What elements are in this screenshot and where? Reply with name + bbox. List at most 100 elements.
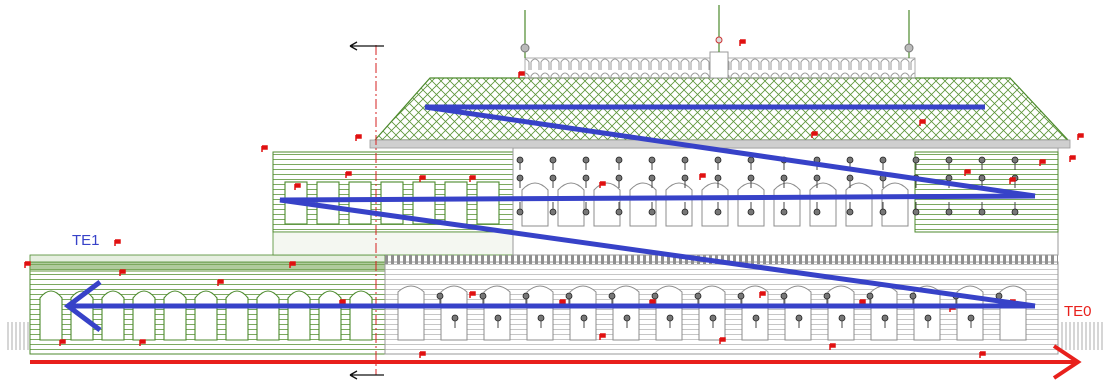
window: [483, 285, 511, 341]
fixture-symbol: [846, 174, 854, 182]
fixture-symbol: [1011, 156, 1019, 164]
fixture-symbol: [714, 208, 722, 216]
window: [476, 181, 500, 225]
fixture-symbol: [995, 292, 1003, 300]
fixture-symbol: [651, 292, 659, 300]
fixture-symbol: [945, 174, 953, 182]
marker-flag: [1077, 133, 1084, 140]
fixture-symbol: [945, 208, 953, 216]
fixture-symbol: [537, 314, 545, 322]
marker-flag: [759, 291, 766, 298]
window: [348, 181, 372, 225]
roof: [369, 5, 1071, 149]
fixture-symbol: [879, 208, 887, 216]
scan-path: [63, 104, 1036, 332]
fixture-symbol: [666, 314, 674, 322]
marker-flag: [261, 145, 268, 152]
fixture-symbol: [648, 156, 656, 164]
window: [101, 290, 125, 341]
window: [412, 181, 436, 225]
fixture-symbol: [866, 292, 874, 300]
fixture-symbol: [780, 292, 788, 300]
marker-flag: [59, 339, 66, 346]
fixture-symbol: [1011, 208, 1019, 216]
marker-flag: [979, 351, 986, 358]
marker-flag: [599, 333, 606, 340]
fixture-symbol: [912, 208, 920, 216]
window: [397, 285, 425, 341]
fixture-symbol: [549, 208, 557, 216]
window: [132, 290, 156, 341]
fixture-symbol: [838, 314, 846, 322]
window: [665, 182, 693, 227]
fixture-symbol: [608, 292, 616, 300]
fixture-symbol: [813, 208, 821, 216]
window: [39, 290, 63, 341]
fixture-symbol: [846, 156, 854, 164]
marker-flag: [419, 351, 426, 358]
fixture-symbol: [737, 292, 745, 300]
fence-left: [7, 322, 29, 350]
fixture-symbol: [823, 292, 831, 300]
fixture-symbol: [846, 208, 854, 216]
window: [521, 182, 549, 227]
fixture-symbol: [615, 208, 623, 216]
window: [163, 290, 187, 341]
fixture-symbol: [582, 174, 590, 182]
fixture-symbol: [681, 174, 689, 182]
fixture-symbol: [516, 174, 524, 182]
marker-flag: [419, 175, 426, 182]
marker-flag: [829, 343, 836, 350]
marker-flag: [964, 169, 971, 176]
window: [557, 182, 585, 227]
fixture-symbol: [494, 314, 502, 322]
fixture-symbol: [978, 174, 986, 182]
window: [444, 181, 468, 225]
window: [773, 182, 801, 227]
fixture-symbol: [780, 174, 788, 182]
fixture-symbol: [681, 156, 689, 164]
fixture-symbol: [924, 314, 932, 322]
window: [881, 182, 909, 227]
fixture-symbol: [978, 156, 986, 164]
window: [827, 285, 855, 341]
window: [698, 285, 726, 341]
marker-flag: [739, 39, 746, 46]
marker-flag: [699, 173, 706, 180]
marker-flag: [24, 261, 31, 268]
fixture-symbol: [648, 208, 656, 216]
marker-flag: [217, 279, 224, 286]
fixture-symbol: [945, 156, 953, 164]
marker-flag: [919, 119, 926, 126]
fixture-symbol: [780, 208, 788, 216]
fixture-symbol: [516, 208, 524, 216]
window: [870, 285, 898, 341]
window: [593, 182, 621, 227]
marker-flag: [289, 261, 296, 268]
fixture-symbol: [747, 174, 755, 182]
marker-flag: [469, 291, 476, 298]
axis-arrow: [30, 344, 1082, 380]
marker-flag: [355, 134, 362, 141]
fixture-symbol: [879, 156, 887, 164]
window: [655, 285, 683, 341]
fixture-symbol: [615, 156, 623, 164]
marker-flag: [1069, 155, 1076, 162]
marker-flag: [599, 181, 606, 188]
fixture-symbol: [714, 156, 722, 164]
marker-flag: [469, 175, 476, 182]
marker-flag: [294, 183, 301, 190]
window: [741, 285, 769, 341]
fixture-symbol: [813, 174, 821, 182]
end-label: TE1: [72, 232, 100, 249]
window: [999, 285, 1027, 341]
fixture-symbol: [516, 156, 524, 164]
marker-flag: [518, 71, 525, 78]
fence-right: [1057, 322, 1103, 350]
window: [569, 285, 597, 341]
fixture-symbol: [565, 292, 573, 300]
fixture-symbol: [978, 208, 986, 216]
window: [612, 285, 640, 341]
fixture-symbol: [912, 156, 920, 164]
